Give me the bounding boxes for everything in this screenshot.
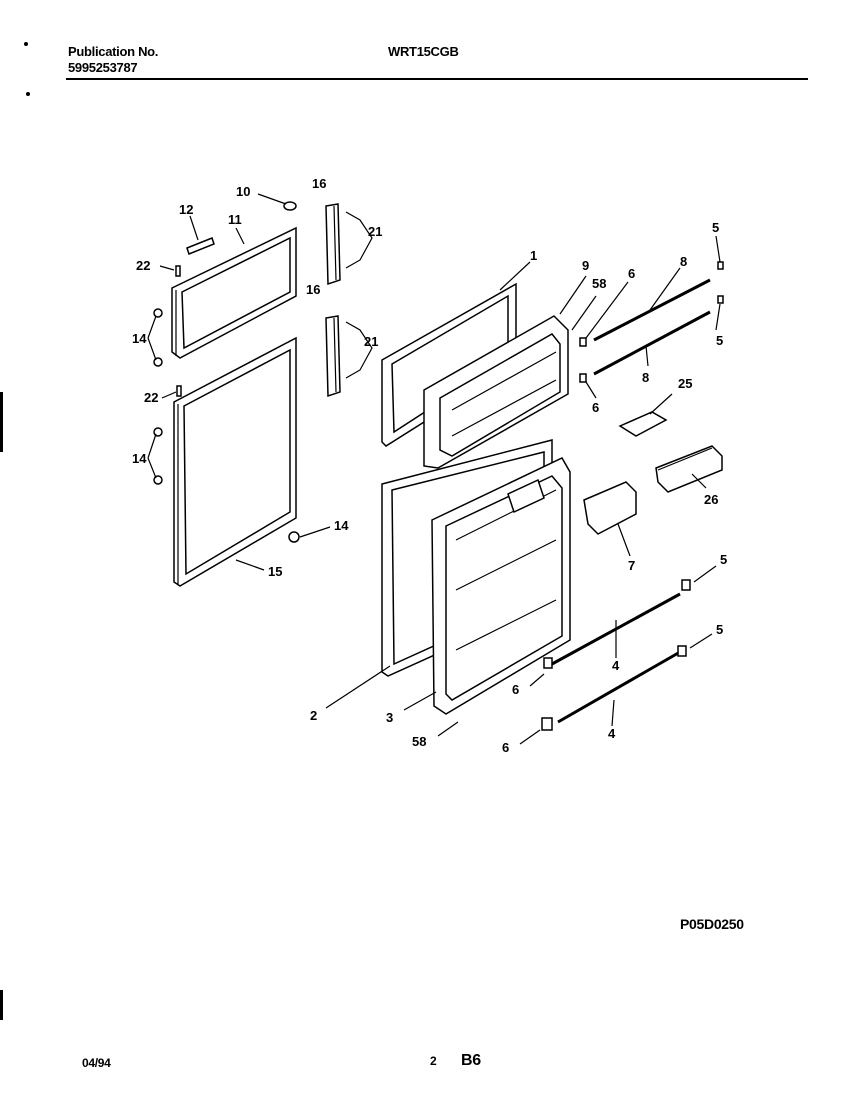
callout-7: 7 bbox=[628, 558, 635, 573]
margin-dot-top bbox=[24, 42, 28, 46]
callout-4-lower: 4 bbox=[608, 726, 616, 741]
model-number: WRT15CGB bbox=[388, 44, 459, 59]
callout-2: 2 bbox=[310, 708, 317, 723]
screw-22-lower bbox=[176, 385, 182, 397]
fresh-food-door-liner bbox=[431, 457, 571, 715]
footer-page-number: 2 bbox=[430, 1054, 437, 1068]
callout-26: 26 bbox=[704, 492, 718, 507]
door-handle-lower bbox=[325, 315, 373, 398]
publication-label: Publication No. bbox=[68, 44, 159, 59]
callout-14-c: 14 bbox=[334, 518, 349, 533]
callout-6-b: 6 bbox=[502, 740, 509, 755]
callout-6-mid: 6 bbox=[592, 400, 599, 415]
callout-1: 1 bbox=[530, 248, 537, 263]
hinge-plug bbox=[283, 201, 297, 211]
scan-edge-lower bbox=[0, 990, 3, 1020]
callout-5-c: 5 bbox=[720, 552, 727, 567]
callout-22-upper: 22 bbox=[136, 258, 150, 273]
callout-58-upper: 58 bbox=[592, 276, 606, 291]
callout-8-lower: 8 bbox=[642, 370, 649, 385]
callout-21-upper: 21 bbox=[368, 224, 382, 239]
scan-edge-upper bbox=[0, 392, 3, 452]
callout-15: 15 bbox=[268, 564, 282, 579]
callout-12: 12 bbox=[179, 202, 193, 217]
callout-14-a: 14 bbox=[132, 331, 147, 346]
callout-9: 9 bbox=[582, 258, 589, 273]
egg-tray bbox=[618, 411, 668, 437]
callout-21-lower: 21 bbox=[364, 334, 378, 349]
callout-4-upper: 4 bbox=[612, 658, 620, 673]
callout-8-upper: 8 bbox=[680, 254, 687, 269]
fresh-food-gasket-frame bbox=[173, 336, 297, 587]
callout-3: 3 bbox=[386, 710, 393, 725]
callout-6-upper: 6 bbox=[628, 266, 635, 281]
callout-numbers: 10 12 11 16 21 22 14 16 21 22 14 14 15 1… bbox=[132, 176, 727, 755]
callout-10: 10 bbox=[236, 184, 250, 199]
header-rule bbox=[66, 78, 808, 80]
freezer-door-liner bbox=[423, 315, 569, 469]
plugs-14-upper bbox=[153, 308, 163, 367]
publication-number: 5995253787 bbox=[68, 60, 138, 75]
callout-5-a: 5 bbox=[712, 220, 719, 235]
leader-lines bbox=[147, 193, 721, 745]
callout-16-upper: 16 bbox=[312, 176, 326, 191]
screw-22-top bbox=[175, 265, 181, 277]
freezer-shelf-rails bbox=[579, 261, 724, 383]
callout-6-a: 6 bbox=[512, 682, 519, 697]
callout-16-lower: 16 bbox=[306, 282, 320, 297]
callout-58-lower: 58 bbox=[412, 734, 426, 749]
margin-dot-bottom bbox=[26, 92, 30, 96]
callout-14-b: 14 bbox=[132, 451, 147, 466]
freezer-gasket-frame bbox=[171, 226, 297, 359]
callout-22-lower: 22 bbox=[144, 390, 158, 405]
footer-section-code: B6 bbox=[461, 1052, 481, 1069]
dairy-door-cover bbox=[583, 481, 637, 535]
footer-date: 04/94 bbox=[82, 1056, 111, 1070]
callout-25: 25 bbox=[678, 376, 692, 391]
diagram-code: P05D0250 bbox=[680, 916, 744, 932]
door-handle-upper bbox=[325, 203, 373, 286]
callout-11: 11 bbox=[228, 212, 242, 227]
door-handle-strip bbox=[186, 237, 215, 255]
callout-5-d: 5 bbox=[716, 622, 723, 637]
dairy-bin bbox=[655, 445, 723, 493]
callout-5-b: 5 bbox=[716, 333, 723, 348]
